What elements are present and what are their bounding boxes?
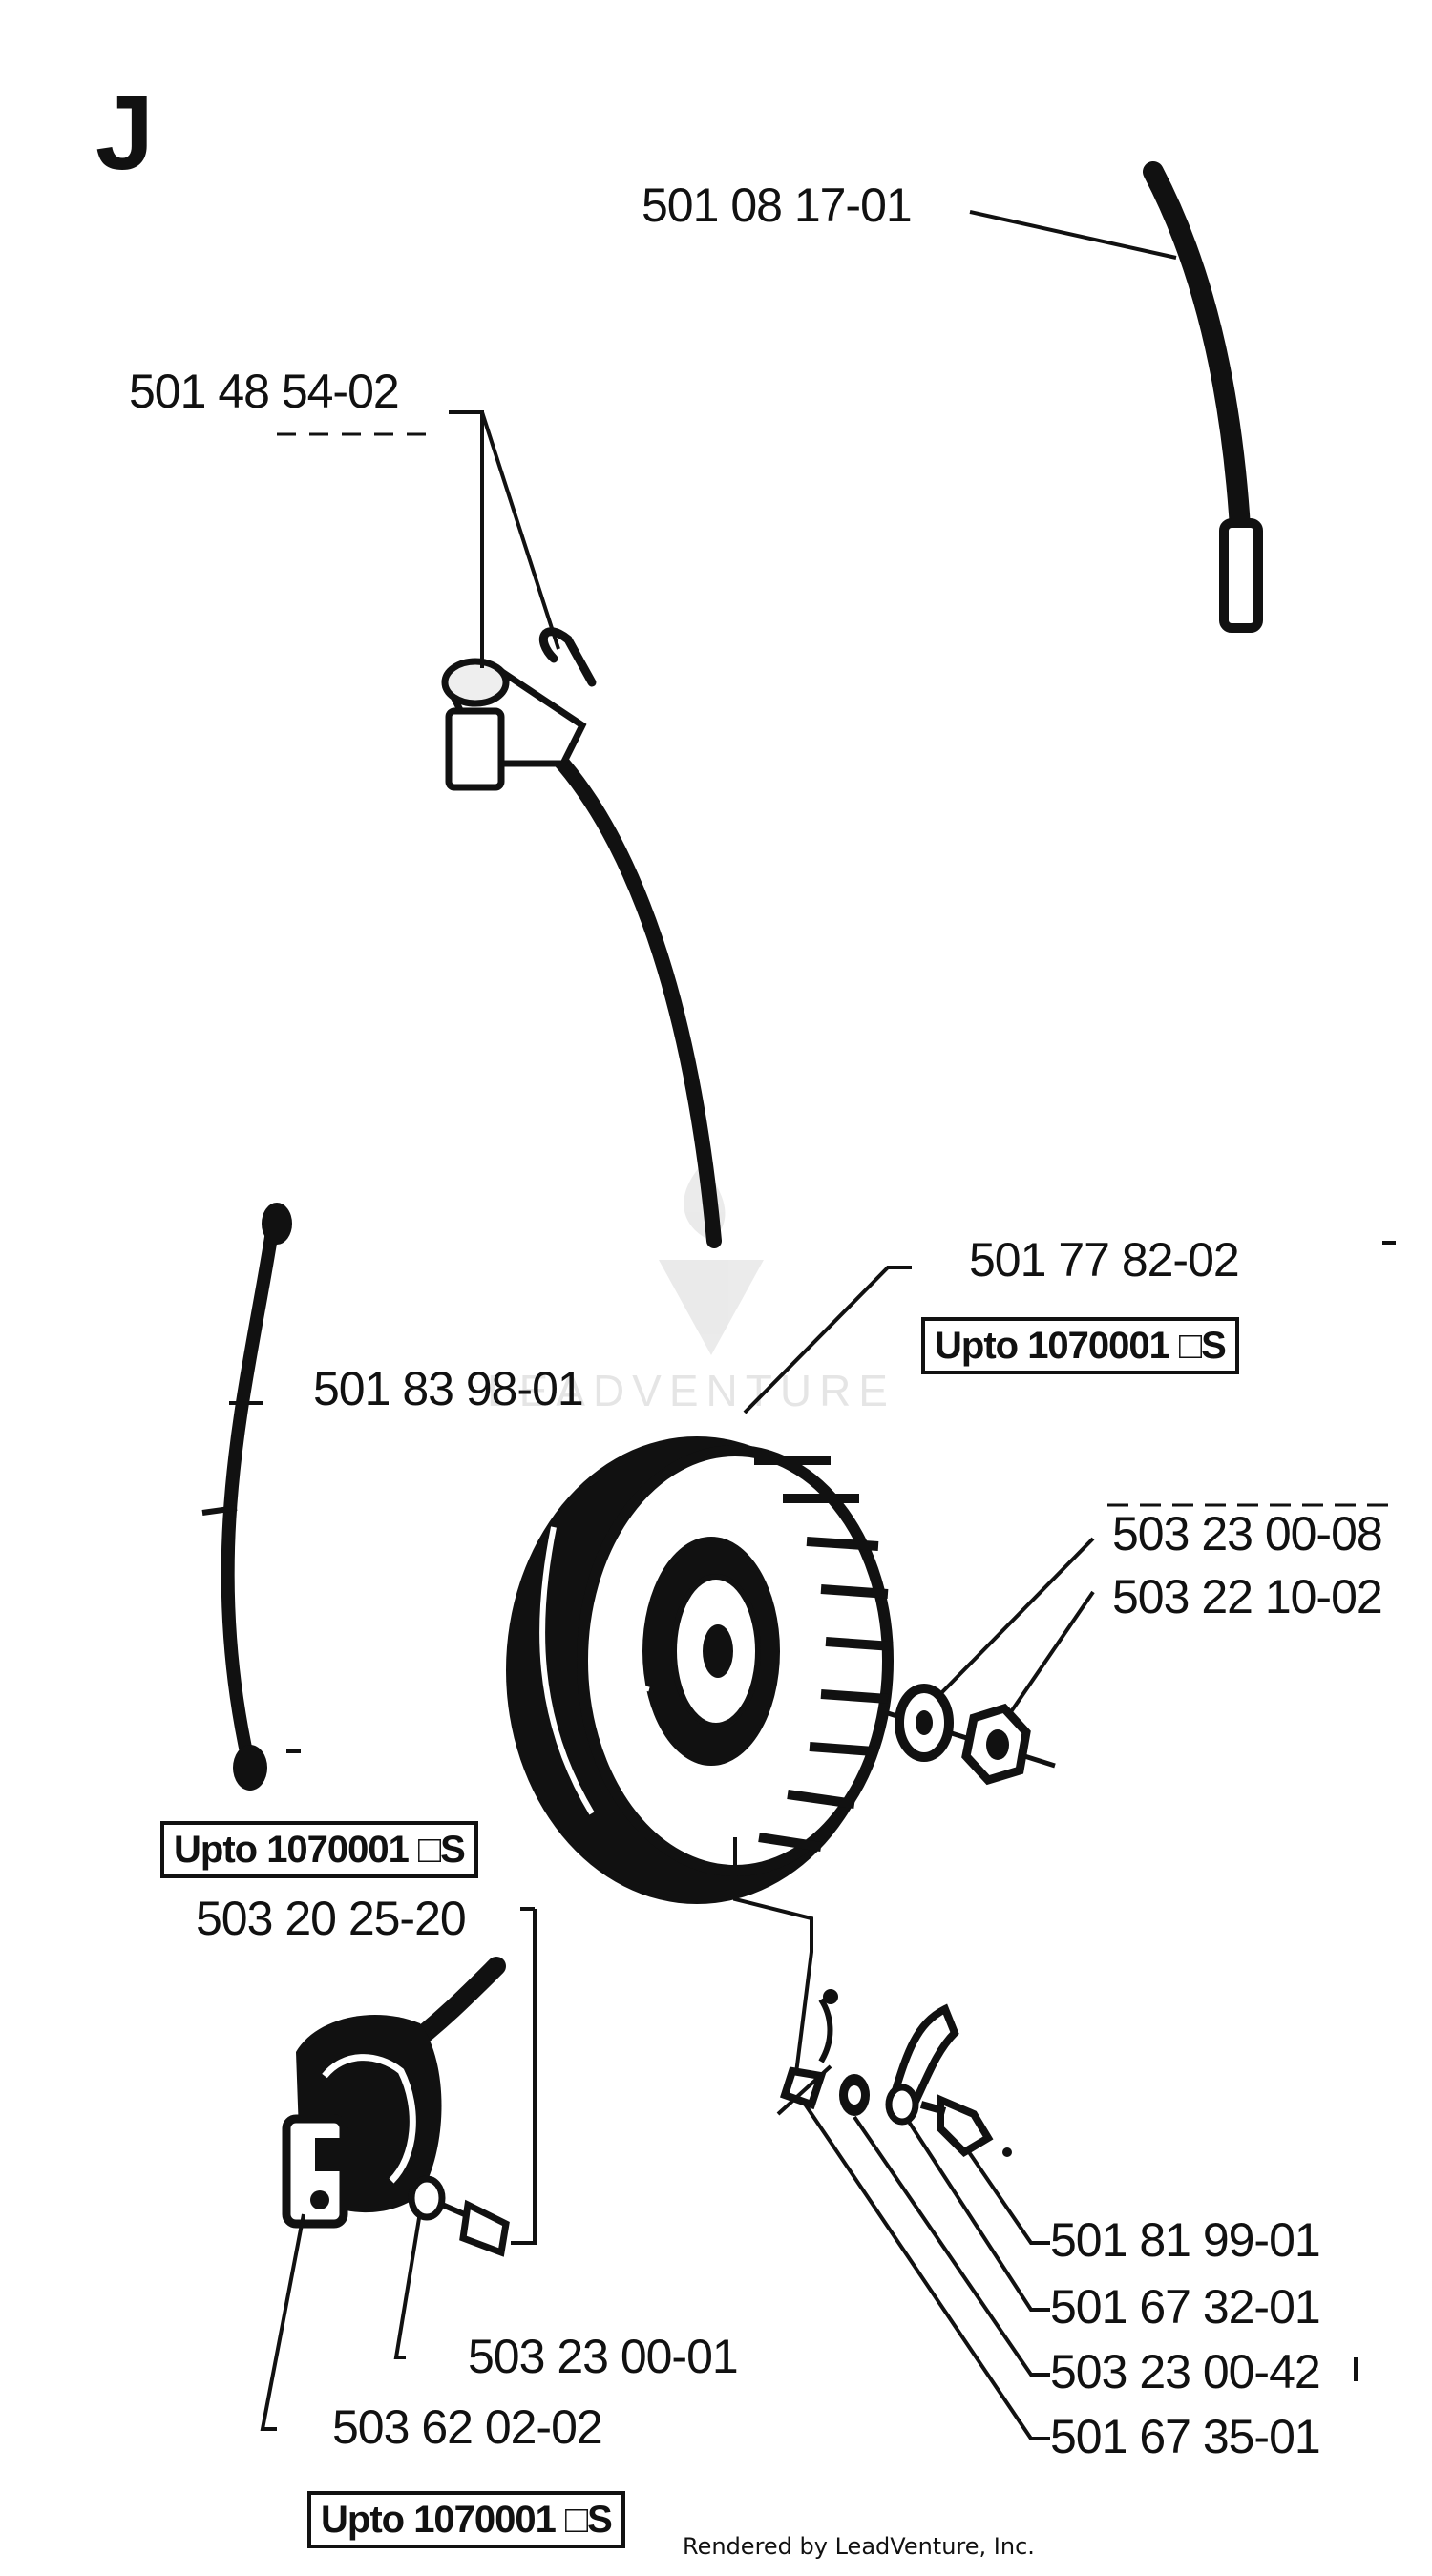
part-label[interactable]: 501 48 54-02 (129, 365, 400, 418)
washer-and-nut (895, 1503, 1394, 1786)
stop-switch-hardware (733, 1837, 1358, 2440)
part-label[interactable]: 501 83 98-01 (313, 1362, 584, 1415)
part-label[interactable]: 501 77 82-02 (969, 1233, 1240, 1287)
flywheel (506, 1266, 1056, 1904)
part-label[interactable]: 501 08 17-01 (642, 178, 913, 232)
section-letter: J (95, 74, 155, 192)
part-label[interactable]: 503 23 00-08 (1112, 1507, 1383, 1560)
part-label[interactable]: 503 22 10-02 (1112, 1570, 1383, 1623)
ignition-module (260, 1907, 537, 2431)
part-label[interactable]: 503 20 25-20 (196, 1892, 467, 1945)
part-label[interactable]: 503 23 00-01 (468, 2330, 739, 2383)
part-label[interactable]: 501 67 35-01 (1050, 2410, 1321, 2463)
watermark-text: LEADVENTURE (487, 1366, 895, 1415)
part-label[interactable]: 503 23 00-42 (1050, 2345, 1321, 2398)
ht-lead-top (969, 161, 1263, 633)
part-label[interactable]: 503 62 02-02 (332, 2400, 603, 2454)
serial-note: Upto 1070001 □S (160, 1821, 478, 1878)
part-label[interactable]: 501 81 99-01 (1050, 2213, 1321, 2267)
lead-left (201, 1203, 301, 1791)
serial-note: Upto 1070001 □S (307, 2491, 625, 2548)
spark-plug-cap (277, 410, 722, 1248)
part-label[interactable]: 501 67 32-01 (1050, 2280, 1321, 2334)
serial-note: Upto 1070001 □S (921, 1317, 1239, 1374)
footer-credit: Rendered by LeadVenture, Inc. (683, 2533, 1035, 2560)
